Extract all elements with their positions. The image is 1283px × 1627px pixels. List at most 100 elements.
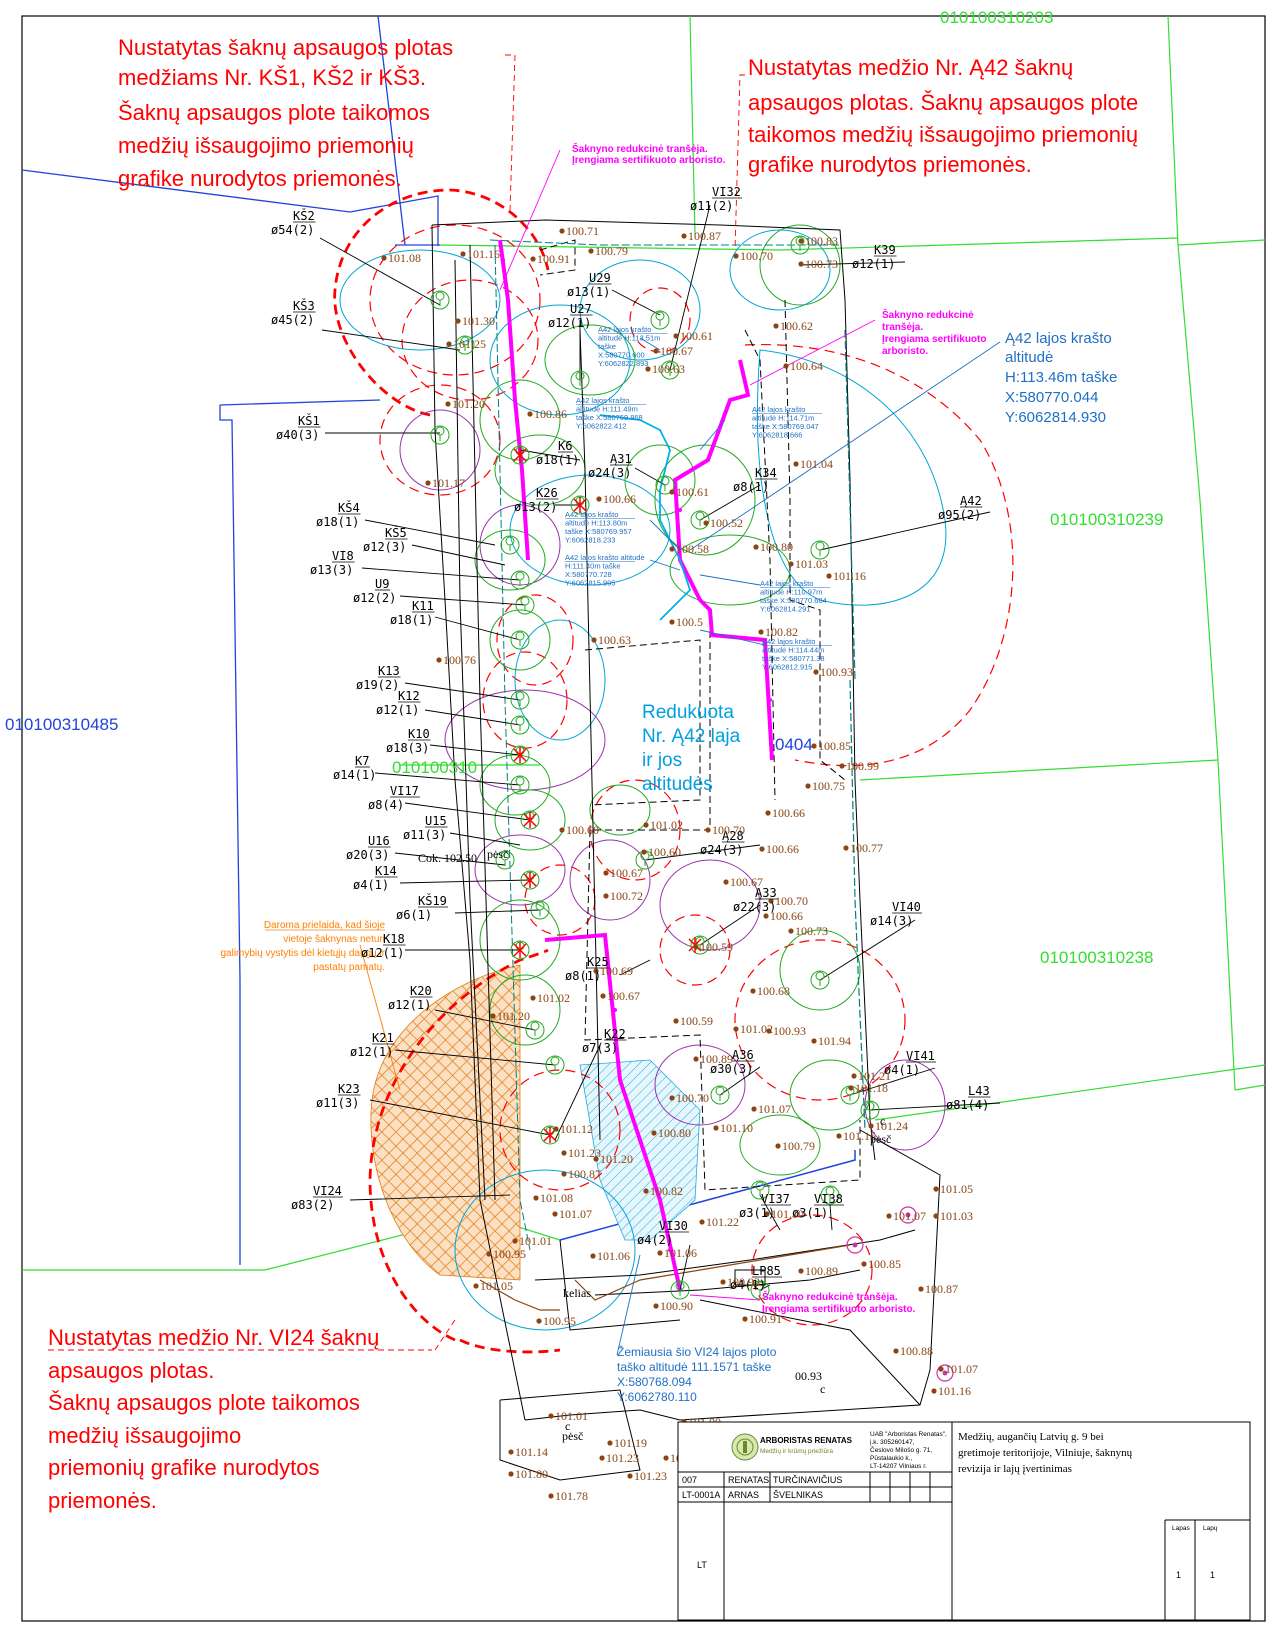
leader-lines-blue <box>616 337 1001 1356</box>
elevation-label: 101.21 <box>858 1069 891 1083</box>
tree-id: VI40 <box>892 900 921 914</box>
tree-id: KŠ1 <box>298 413 320 428</box>
title-row-cell: TURČINAVIČIUS <box>773 1475 842 1485</box>
elevation-dot <box>693 1056 699 1062</box>
elevation-label: 101.30 <box>462 314 495 328</box>
annotation-assumption: Daroma prielaida, kad šioje vietoje šakn… <box>220 920 385 973</box>
removal-marker <box>513 747 527 763</box>
elevation-label: 101.16 <box>467 247 500 261</box>
company-logo <box>731 1433 759 1461</box>
c-label: c <box>880 1114 885 1128</box>
elevation-dot <box>933 1186 939 1192</box>
elevation-label: 101.20 <box>600 1152 633 1166</box>
elevation-dot <box>793 461 799 467</box>
elevation-label: 101.14 <box>515 1445 548 1459</box>
leader-lines-magenta <box>499 149 876 1301</box>
crown-edge-note-line: Y:6062822.412 <box>576 422 626 431</box>
tree-id: Ą33 <box>755 886 777 900</box>
elevation-label: 101.08 <box>388 251 421 265</box>
elevation-label: 100.60 <box>566 823 599 837</box>
elevation-dot <box>473 1283 479 1289</box>
tree-symbol <box>660 360 680 380</box>
elevation-label: 100.89 <box>700 1052 733 1066</box>
crown-edge-note-line: Y:6062815.995 <box>565 579 615 588</box>
elevation-dot <box>425 480 431 486</box>
crown-edge-note-line: A42 lajos krašto <box>760 579 813 588</box>
company-subtitle: Medžių ir krūmų priežiūra <box>760 1448 833 1455</box>
tree-diameter: ø12(3) <box>363 540 406 554</box>
tree-symbol <box>570 370 590 390</box>
annotation-vi24-zone: Nustatytas medžio Nr. VI24 šaknų apsaugo… <box>48 1325 432 1513</box>
elevation-dot <box>886 1213 892 1219</box>
leader-lines-orange <box>359 944 401 1091</box>
elevation-label: 101.19 <box>614 1436 647 1450</box>
tree-symbol <box>500 535 520 555</box>
tree-diameter: ø6(1) <box>396 908 432 922</box>
elevation-label: 00.93 <box>795 1369 822 1383</box>
crown-edge-note-line: A42 lajos krašto altitudė <box>565 553 645 562</box>
annotation-line: medžių išsaugojimo priemonių <box>118 133 414 158</box>
tree-diameter: ø3(1) <box>792 1206 828 1220</box>
elevation-label: 101.07 <box>559 1207 592 1221</box>
elevation-dot <box>783 363 789 369</box>
elevation-label: 100.99 <box>846 759 879 773</box>
elevation-label: 100.85 <box>868 1257 901 1271</box>
elevation-dot <box>436 657 442 663</box>
drawing-title-line: gretimoje teritorijoje, Vilniuje, šaknyn… <box>958 1447 1133 1459</box>
crown-edge-note-line: A42 lajos krašto <box>565 510 618 519</box>
tree-id: VI32 <box>712 185 741 199</box>
elevation-dot <box>765 810 771 816</box>
elevation-label: 100.89 <box>805 1264 838 1278</box>
tree-diameter: ø13(3) <box>310 563 353 577</box>
crown-edge-note-line: Y:6062822.893 <box>598 359 648 368</box>
drawing-title-line: Medžių, augančių Latvių g. 9 bei <box>958 1431 1104 1443</box>
elevation-dot <box>750 988 756 994</box>
elevation-dot <box>446 341 452 347</box>
tree-diameter: ø13(2) <box>514 500 557 514</box>
tree-id: K7 <box>355 754 369 768</box>
elevation-label: 100.75 <box>812 779 845 793</box>
tree-diameter: ø12(1) <box>548 316 591 330</box>
elevation-label: 100.91 <box>749 1312 782 1326</box>
misc-labels: Cok. 102.50 pėsč pėsč pėsč kelias c c c … <box>418 847 891 1443</box>
company-address-line: LT-14207 Vilniaus r. <box>870 1463 927 1470</box>
elevation-label: 101.20 <box>452 397 485 411</box>
elevation-dot <box>603 870 609 876</box>
tree-diameter: ø24(3) <box>700 843 743 857</box>
elevation-label: 100.90 <box>660 1299 693 1313</box>
elevation-label: 101.06 <box>664 1246 697 1260</box>
elevation-label: 100.93 <box>820 665 853 679</box>
tree-id: KŠ5 <box>385 525 407 540</box>
elevation-dot <box>643 1188 649 1194</box>
tree-id: K34 <box>755 466 777 480</box>
crown-edge-note-line: A42 lajos krašto <box>598 325 651 334</box>
tree-symbol <box>650 310 670 330</box>
elevation-label: 100.62 <box>780 319 813 333</box>
tree-id: VI24 <box>313 1184 342 1198</box>
tree-symbol <box>525 1020 545 1040</box>
elevation-label: 100.70 <box>712 823 745 837</box>
parcel-label: 010100310239 <box>1050 510 1163 529</box>
elevation-label: 100.59 <box>700 940 733 954</box>
tree-diameter: ø81(4) <box>946 1098 989 1112</box>
tree-id: K6 <box>558 439 572 453</box>
annotation-line: Šaknų apsaugos plote taikomos <box>118 100 430 125</box>
elevation-dot <box>699 1219 705 1225</box>
tree-diameter: ø7(3) <box>582 1041 618 1055</box>
tree-id: K25 <box>587 955 609 969</box>
annotation-line: vietoje šaknynas neturi <box>283 934 385 945</box>
drawing-frame <box>21 15 1266 1622</box>
elevation-dot <box>938 1366 944 1372</box>
magenta-tree-marker <box>936 1364 954 1382</box>
tree-symbol <box>515 595 535 615</box>
elevation-label: 100.58 <box>676 542 709 556</box>
